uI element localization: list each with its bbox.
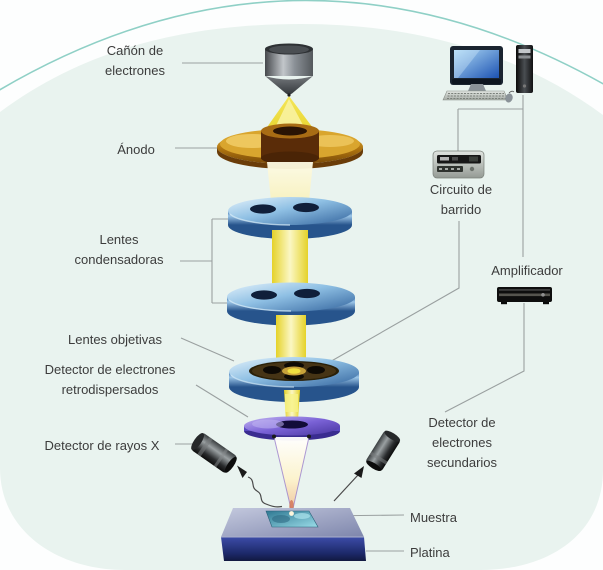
- label-condenser-lenses: Lentes condensadoras: [74, 232, 164, 268]
- secondary-signal-path: [333, 466, 364, 502]
- electron-gun: [265, 43, 313, 97]
- scan-coils: [249, 361, 339, 381]
- connector-lines: [175, 62, 525, 552]
- secondary-detector: [366, 430, 401, 471]
- computer: [442, 45, 533, 103]
- beam-cone: [272, 434, 311, 514]
- computer-tower-icon: [516, 45, 533, 93]
- label-anode: Ánodo: [117, 142, 155, 157]
- anode: [217, 123, 363, 169]
- label-stage: Platina: [410, 545, 450, 560]
- condenser-lens-2: [227, 282, 355, 326]
- beam-objective-segment: [276, 315, 306, 365]
- scan-circuit-box: [432, 150, 485, 179]
- xray-signal-path: [237, 465, 283, 508]
- label-sample: Muestra: [410, 510, 457, 525]
- beam-bse-segment: [284, 390, 300, 421]
- label-bse-detector: Detector de electrones retrodispersados: [44, 362, 176, 398]
- bse-detector-disc: [244, 416, 340, 441]
- sample: [265, 510, 319, 528]
- label-electron-gun: Cañón de electrones: [105, 43, 165, 79]
- xray-detector: [191, 433, 237, 473]
- label-secondary-detector: Detector de electrones secundarios: [426, 415, 498, 471]
- keyboard-icon: [442, 90, 509, 101]
- objective-lens: [229, 357, 359, 402]
- label-xray-detector: Detector de rayos X: [44, 438, 160, 453]
- beam-anode-to-condenser: [267, 162, 313, 204]
- label-objective-lenses: Lentes objetivas: [68, 332, 162, 347]
- label-scan-circuit: Circuito de barrido: [429, 182, 493, 218]
- condenser-lens-1: [228, 197, 352, 239]
- beam-condenser-segment: [272, 230, 308, 287]
- monitor-icon: [450, 46, 503, 91]
- amplifier-box: [497, 287, 552, 305]
- teal-arc: [0, 0, 603, 91]
- label-amplifier: Amplificador: [491, 263, 563, 278]
- mouse-icon: [505, 90, 515, 103]
